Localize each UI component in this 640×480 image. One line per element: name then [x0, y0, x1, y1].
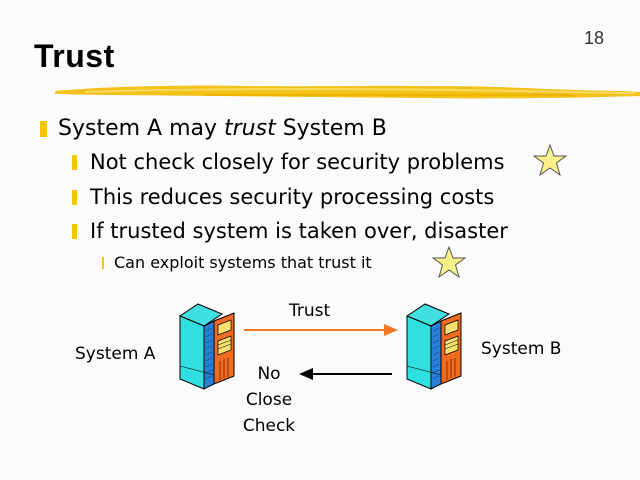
system-b-label: System B [481, 339, 562, 359]
bullet-level1: System A may trust System B [40, 116, 387, 141]
bullet-marker [72, 189, 77, 205]
trust-label: Trust [289, 301, 331, 321]
bullet-text: Not check closely for security problems [90, 150, 505, 174]
server-a-icon [178, 303, 235, 390]
title-underline-brushstroke [55, 85, 640, 99]
no-close-check-arrow [299, 368, 392, 380]
bullet-text-suffix: System B [275, 116, 387, 141]
bullet-marker [102, 256, 104, 269]
bullet-text: Can exploit systems that trust it [114, 253, 372, 272]
bullet-marker [72, 223, 77, 239]
bullet-level2: This reduces security processing costs [72, 185, 494, 209]
bullet-marker [72, 154, 77, 170]
bullet-marker [40, 120, 47, 137]
bullet-text: If trusted system is taken over, disaste… [90, 219, 508, 243]
no-close-check-label: No Close Check [234, 361, 304, 439]
star-icon [432, 246, 466, 278]
bullet-level3: Can exploit systems that trust it [102, 253, 372, 272]
system-a-label: System A [75, 344, 156, 364]
no-close-check-line: No [257, 364, 281, 384]
slide-title: Trust [34, 38, 115, 74]
bullet-level2: If trusted system is taken over, disaste… [72, 219, 508, 243]
bullet-text-emphasis: trust [224, 116, 276, 141]
no-close-check-line: Close [245, 390, 293, 410]
trust-arrow [244, 324, 398, 336]
star-icon [533, 144, 567, 176]
bullet-text: This reduces security processing costs [90, 185, 495, 209]
bullet-level2: Not check closely for security problems [72, 150, 505, 174]
server-b-icon [405, 303, 462, 390]
bullet-text-prefix: System A may [58, 116, 224, 141]
slide-number: 18 [584, 28, 605, 48]
no-close-check-line: Check [242, 416, 296, 436]
